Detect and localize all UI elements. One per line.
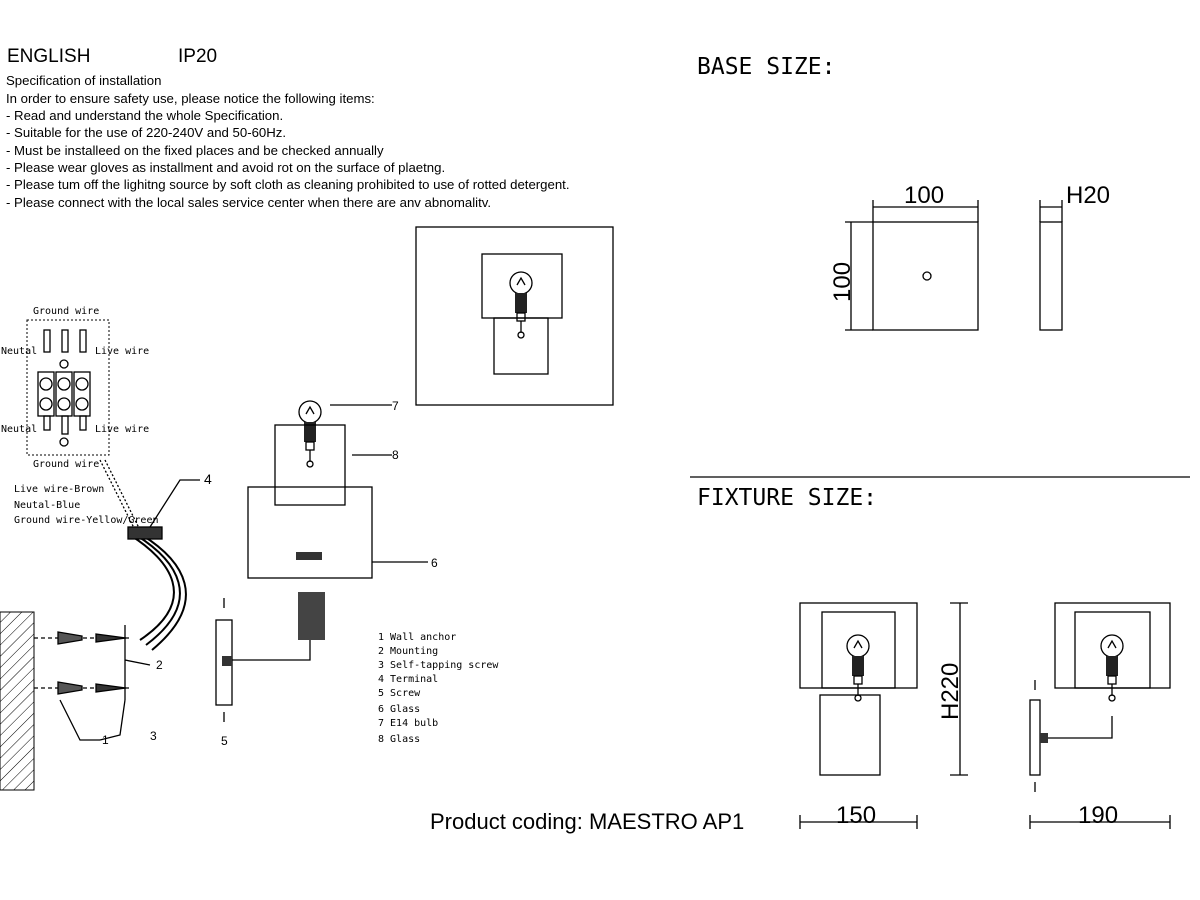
neutral-bottom-label: Neutal [1,424,37,435]
parts-list-item: 3 Self-tapping screw [378,660,499,671]
fixture-depth-dim: 190 [1078,802,1118,829]
product-front-view [415,226,614,406]
spec-item: - Must be installeed on the fixed places… [6,143,384,158]
callout-5: 5 [221,734,228,748]
ground-wire-top-label: Ground wire [33,306,99,317]
spec-item: - Please connect with the local sales se… [6,195,491,210]
base-size-title: BASE SIZE: [697,54,835,80]
exploded-view [215,400,428,722]
base-width-dim: 100 [904,182,944,209]
fixture-front-drawing [799,602,968,829]
spec-item: - Please wear gloves as installment and … [6,160,445,175]
wire-color-legend: Ground wire-Yellow/Green [14,515,159,526]
spec-item: - Read and understand the whole Specific… [6,108,283,123]
callout-6: 6 [431,556,438,570]
parts-list-item: 4 Terminal [378,674,438,685]
wiring-diagram: Ground wire Neutal Live wire Neutal Live… [1,306,200,741]
spec-intro: In order to ensure safety use, please no… [6,91,375,106]
wall-hatch [0,611,35,791]
callout-4: 4 [204,471,212,487]
parts-list-item: 5 Screw [378,688,421,699]
base-depth-dim: H20 [1066,182,1110,209]
fixture-side-drawing [1029,602,1171,829]
callout-3: 3 [150,729,157,743]
spec-item: - Suitable for the use of 220-240V and 5… [6,125,286,140]
parts-list-item: 6 Glass [378,704,420,715]
wire-color-legend: Neutal-Blue [14,500,80,511]
wire-color-legend: Live wire-Brown [14,484,104,495]
fixture-size-title: FIXTURE SIZE: [697,485,877,511]
spec-item: - Please tum off the lighitng source by … [6,177,570,192]
parts-list-item: 8 Glass [378,734,420,745]
callout-2: 2 [156,658,163,672]
neutral-top-label: Neutal [1,346,37,357]
live-bottom-label: Live wire [95,424,149,435]
parts-list-item: 1 Wall anchor [378,632,456,643]
wall-anchors [34,631,130,695]
callout-1: 1 [102,733,109,747]
fixture-width-dim: 150 [836,802,876,829]
parts-list-item: 2 Mounting [378,646,438,657]
product-coding: Product coding: MAESTRO AP1 [430,809,744,834]
ip-rating: IP20 [178,46,217,67]
spec-title: Specification of installation [6,73,161,88]
parts-list-item: 7 E14 bulb [378,718,438,729]
ground-wire-bottom-label: Ground wire [33,459,99,470]
callout-7: 7 [392,399,399,413]
base-drawing [845,200,1063,331]
fixture-height-dim: H220 [937,663,964,720]
language-label: ENGLISH [7,46,90,67]
live-top-label: Live wire [95,346,149,357]
base-height-dim: 100 [829,262,856,302]
callout-8: 8 [392,448,399,462]
